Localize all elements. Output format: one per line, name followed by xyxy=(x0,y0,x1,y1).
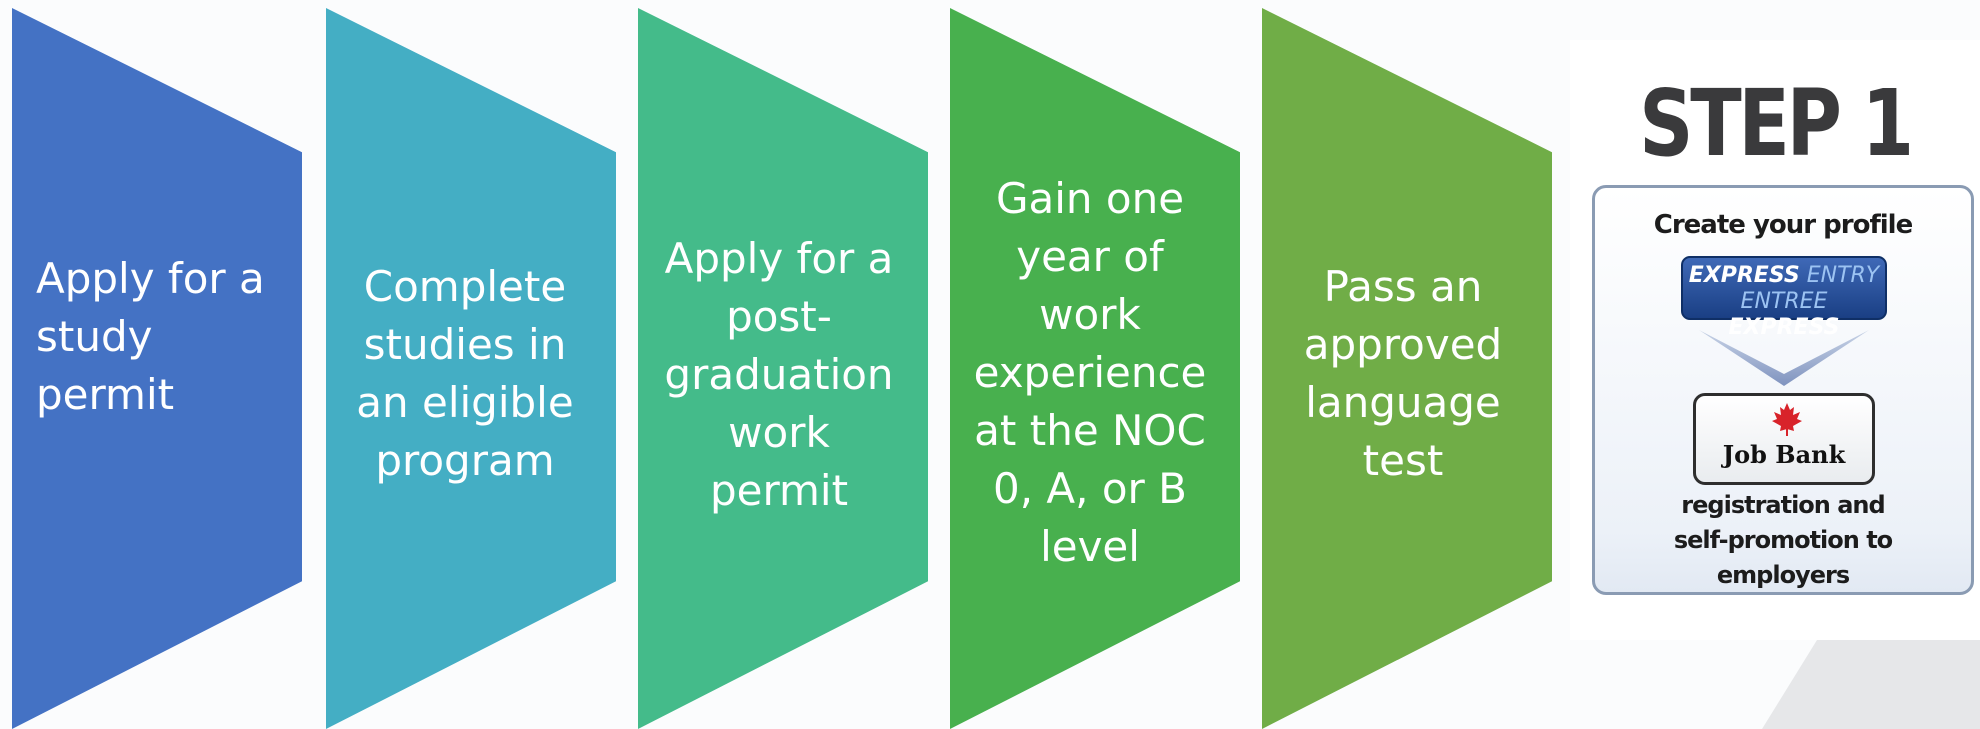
step-2-line-2: studies in xyxy=(363,320,567,369)
step-4-chevron: Gain one year of work experience at the … xyxy=(950,8,1240,729)
express-word: EXPRESS xyxy=(1688,263,1800,288)
step-4-line-5: at the NOC xyxy=(974,406,1206,455)
step-1-badge: STEP 1 Create your profile EXPRESS ENTRY… xyxy=(1570,40,1980,640)
step-3-chevron: Apply for a post- graduation work permit xyxy=(638,8,928,729)
step-5-line-1: Pass an xyxy=(1323,262,1483,311)
step-3-line-1: Apply for a xyxy=(664,234,894,283)
entree-word: ENTREE xyxy=(1740,289,1828,314)
express-entry-line-2: ENTREE EXPRESS xyxy=(1683,289,1885,341)
job-bank-logo: Job Bank xyxy=(1693,393,1875,485)
step-1-chevron: Apply for a study permit xyxy=(12,8,302,729)
badge-card: Create your profile EXPRESS ENTRY ENTREE… xyxy=(1592,185,1974,595)
step-5-line-4: test xyxy=(1362,436,1444,485)
step-1-line-3: permit xyxy=(36,370,175,419)
step-5-text: Pass an approved language test xyxy=(1268,258,1538,490)
step-4-line-1: Gain one xyxy=(995,174,1185,223)
badge-title: STEP 1 xyxy=(1639,70,1914,177)
step-2-line-1: Complete xyxy=(363,262,567,311)
job-bank-label: Job Bank xyxy=(1722,440,1846,469)
step-5-chevron: Pass an approved language test xyxy=(1262,8,1552,729)
step-4-text: Gain one year of work experience at the … xyxy=(950,170,1230,576)
maple-leaf-icon xyxy=(1772,403,1802,436)
step-1-line-2: study xyxy=(36,312,153,361)
entry-word: ENTRY xyxy=(1799,263,1880,288)
card-heading: Create your profile xyxy=(1653,210,1913,240)
down-chevron-icon xyxy=(1699,330,1869,386)
express-entry-logo: EXPRESS ENTRY ENTREE EXPRESS xyxy=(1681,256,1887,340)
step-4-line-6: 0, A, or B xyxy=(993,464,1187,513)
step-3-line-2: post- xyxy=(726,292,832,341)
step-4-line-2: year of xyxy=(1016,232,1164,281)
step-3-line-3: graduation xyxy=(664,350,894,399)
step-2-chevron: Complete studies in an eligible program xyxy=(326,8,616,729)
step-1-text: Apply for a study permit xyxy=(36,250,296,424)
card-footer-line-3: employers xyxy=(1716,561,1850,589)
step-2-text: Complete studies in an eligible program xyxy=(340,258,590,490)
card-footer: registration and self-promotion to emplo… xyxy=(1595,488,1971,593)
step-4-line-4: experience xyxy=(973,348,1207,397)
card-footer-line-1: registration and xyxy=(1681,491,1885,519)
step-5-line-3: language xyxy=(1305,378,1501,427)
step-2-line-4: program xyxy=(375,436,555,485)
step-4-line-3: work xyxy=(1039,290,1141,339)
express-word-fr: EXPRESS xyxy=(1728,315,1840,340)
step-2-line-3: an eligible xyxy=(356,378,574,427)
card-footer-line-2: self-promotion to xyxy=(1673,526,1893,554)
step-3-text: Apply for a post- graduation work permit xyxy=(644,230,914,520)
step-3-line-4: work xyxy=(728,408,830,457)
step-1-line-1: Apply for a xyxy=(36,254,265,303)
step-3-line-5: permit xyxy=(709,466,849,515)
express-entry-line-1: EXPRESS ENTRY xyxy=(1683,263,1885,289)
step-5-line-2: approved xyxy=(1303,320,1503,369)
step-4-line-7: level xyxy=(1040,522,1140,571)
